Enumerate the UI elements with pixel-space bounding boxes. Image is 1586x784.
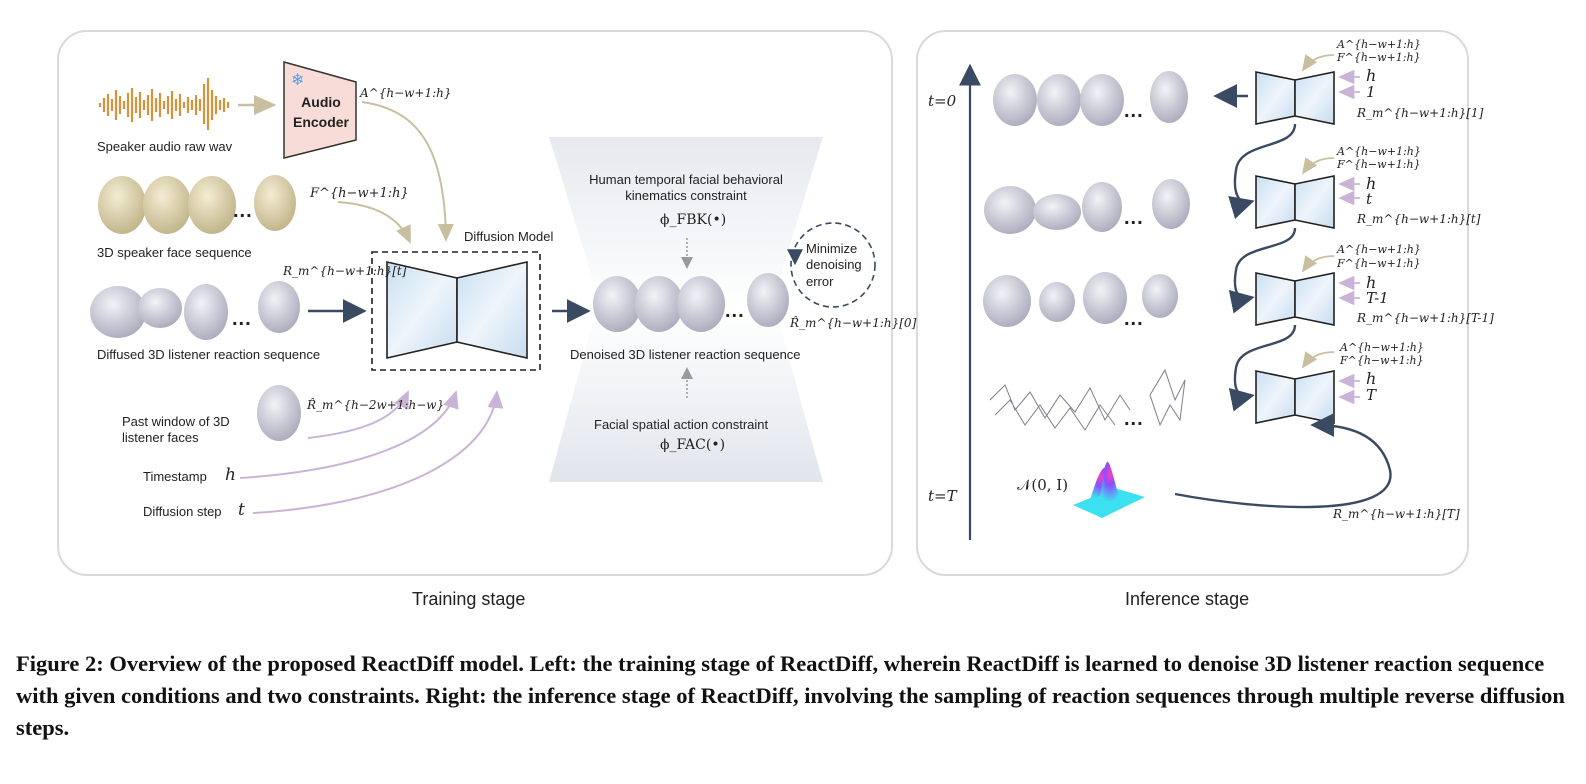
step2-f: F^{h−w+1:h}	[1337, 158, 1421, 171]
step3-f: F^{h−w+1:h}	[1337, 257, 1421, 270]
fbk-constraint-label: Human temporal facial behavioral kinemat…	[580, 172, 792, 205]
inference-faces-row-4	[989, 368, 1186, 431]
noise-distribution-icon	[1073, 461, 1145, 518]
past-window-face	[257, 385, 301, 441]
minimize-line1: Minimize	[806, 241, 858, 256]
noise-label: 𝒩(0, I)	[1017, 476, 1069, 494]
past-window-line2: listener faces	[122, 430, 199, 446]
speaker-face-sequence	[98, 175, 296, 234]
past-window-line1: Past window of 3D	[122, 414, 230, 429]
diffused-listener-sequence	[90, 281, 300, 340]
inference-ellipsis-3: ...	[1124, 308, 1144, 330]
denoised-feature: R̂_m^{h−w+1:h}[0]	[790, 316, 917, 330]
audio-encoder-label: Audio Encoder	[288, 92, 354, 132]
step2-a: A^{h−w+1:h}	[1337, 145, 1421, 158]
diffusion-step-label: Diffusion step	[143, 504, 222, 519]
inference-model-3	[1255, 272, 1335, 326]
inference-faces-row-1	[993, 71, 1188, 126]
past-window-label: Past window of 3D listener faces	[122, 414, 230, 447]
step1-r: R_m^{h−w+1:h}[1]	[1357, 106, 1484, 120]
inference-ellipsis-4: ...	[1124, 408, 1144, 430]
speaker-face-feature: F^{h−w+1:h}	[310, 186, 409, 201]
step3-t: T-1	[1366, 289, 1389, 307]
audio-encoder-line1: Audio	[301, 94, 341, 110]
inference-model-1	[1255, 71, 1335, 125]
inference-ellipsis-2: ...	[1124, 207, 1144, 229]
step2-r: R_m^{h−w+1:h}[t]	[1357, 212, 1481, 226]
step3-h: h	[1366, 273, 1377, 292]
speaker-ellipsis: ...	[233, 200, 253, 222]
inference-faces-row-3	[983, 272, 1178, 327]
step1-h: h	[1366, 66, 1377, 85]
inference-panel	[916, 30, 1469, 576]
step4-h: h	[1366, 369, 1377, 388]
step4-a: A^{h−w+1:h}	[1340, 341, 1424, 354]
denoised-label: Denoised 3D listener reaction sequence	[570, 347, 801, 362]
minimize-line3: error	[806, 273, 834, 289]
audio-feature-label: A^{h−w+1:h}	[360, 86, 452, 100]
audio-encoder-box	[283, 61, 357, 159]
training-panel	[57, 30, 893, 576]
tT-label: t=T	[928, 487, 957, 505]
diffusion-model-label: Diffusion Model	[464, 229, 554, 244]
step2-t: t	[1366, 190, 1373, 208]
noisy-reaction-label: Diffused 3D listener reaction sequence	[97, 347, 321, 362]
inference-model-4	[1255, 370, 1335, 424]
audio-encoder-line2: Encoder	[292, 114, 349, 130]
speaker-audio-label: Speaker audio raw wav	[97, 139, 233, 154]
fbk-line2: kinematics constraint	[625, 188, 747, 204]
step3-r: R_m^{h−w+1:h}[T-1]	[1357, 311, 1494, 325]
step1-a: A^{h−w+1:h}	[1337, 38, 1421, 51]
past-window-feature: R̂_m^{h−2w+1:h−w}	[307, 398, 445, 412]
speaker-face-label: 3D speaker face sequence	[97, 245, 252, 260]
diffusion-model-box	[371, 251, 541, 371]
figure-caption: Figure 2: Overview of the proposed React…	[16, 651, 1565, 740]
step4-t: T	[1366, 386, 1377, 404]
timestamp-symbol: h	[225, 465, 236, 485]
denoised-listener-sequence	[593, 273, 789, 332]
inference-stage-label: Inference stage	[1125, 589, 1250, 609]
training-stage-label: Training stage	[412, 589, 526, 609]
noisy-reaction-feature: R_m^{h−w+1:h}[t]	[283, 264, 407, 278]
minimize-line2: denoising	[806, 257, 862, 273]
step1-f: F^{h−w+1:h}	[1337, 51, 1421, 64]
step4-r: R_m^{h−w+1:h}[T]	[1333, 507, 1460, 521]
fbk-symbol: ϕ_FBK(•)	[660, 212, 727, 228]
fbk-line1: Human temporal facial behavioral	[589, 172, 783, 187]
noisy-ellipsis: ...	[232, 308, 252, 330]
inference-model-2	[1255, 175, 1335, 229]
step3-a: A^{h−w+1:h}	[1337, 243, 1421, 256]
audio-wave-icon	[98, 78, 230, 130]
step1-t: 1	[1366, 83, 1376, 101]
snowflake-icon: ❄	[291, 72, 304, 89]
timestamp-label: Timestamp	[143, 469, 207, 484]
denoised-ellipsis: ...	[725, 300, 745, 322]
fac-constraint-label: Facial spatial action constraint	[594, 417, 769, 432]
step2-h: h	[1366, 174, 1377, 193]
diffusion-step-symbol: t	[238, 500, 245, 520]
inference-ellipsis-1: ...	[1124, 100, 1144, 122]
inference-faces-row-2	[984, 179, 1190, 234]
step4-f: F^{h−w+1:h}	[1340, 354, 1424, 367]
t0-label: t=0	[928, 92, 957, 110]
minimize-error-label: Minimize denoising error	[806, 241, 862, 290]
fac-symbol: ϕ_FAC(•)	[660, 437, 726, 453]
